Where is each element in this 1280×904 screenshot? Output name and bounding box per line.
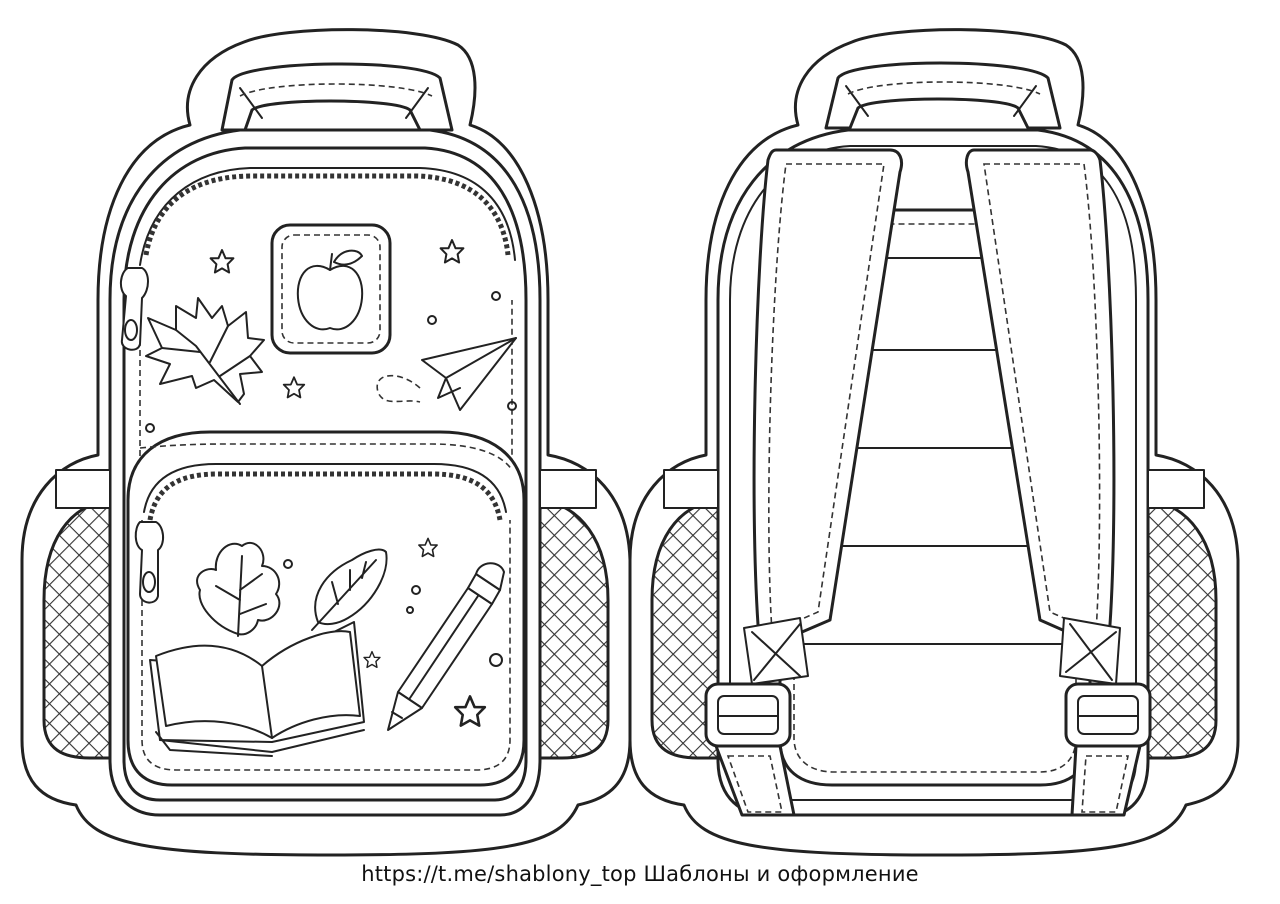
top-handle (824, 61, 1062, 130)
source-caption: https://t.me/shablony_top Шаблоны и офор… (361, 862, 919, 886)
open-book-icon (149, 621, 365, 757)
leaf-icon (311, 548, 388, 631)
leaf-icon (196, 541, 281, 637)
back-cut-outline (628, 28, 1240, 857)
apple-patch (270, 223, 392, 355)
maple-leaf-icon (145, 297, 265, 405)
left-side-mesh-pocket (42, 498, 112, 760)
left-shoulder-strap (704, 148, 904, 817)
buckle-icon (704, 682, 792, 748)
backpack-front (20, 28, 632, 857)
apple-icon (296, 249, 364, 331)
backpack-back (628, 28, 1240, 857)
top-handle (220, 62, 454, 132)
buckle-icon (1064, 682, 1152, 748)
right-shoulder-strap (964, 148, 1152, 817)
zipper-pull-icon (134, 521, 164, 604)
paper-plane-icon (376, 337, 517, 411)
front-cut-outline (20, 28, 632, 857)
right-side-mesh-pocket (538, 498, 610, 760)
zipper-pull-icon (120, 267, 149, 351)
pencil-icon (387, 562, 505, 731)
left-side-mesh-pocket (650, 498, 720, 760)
right-side-mesh-pocket (1146, 498, 1218, 760)
